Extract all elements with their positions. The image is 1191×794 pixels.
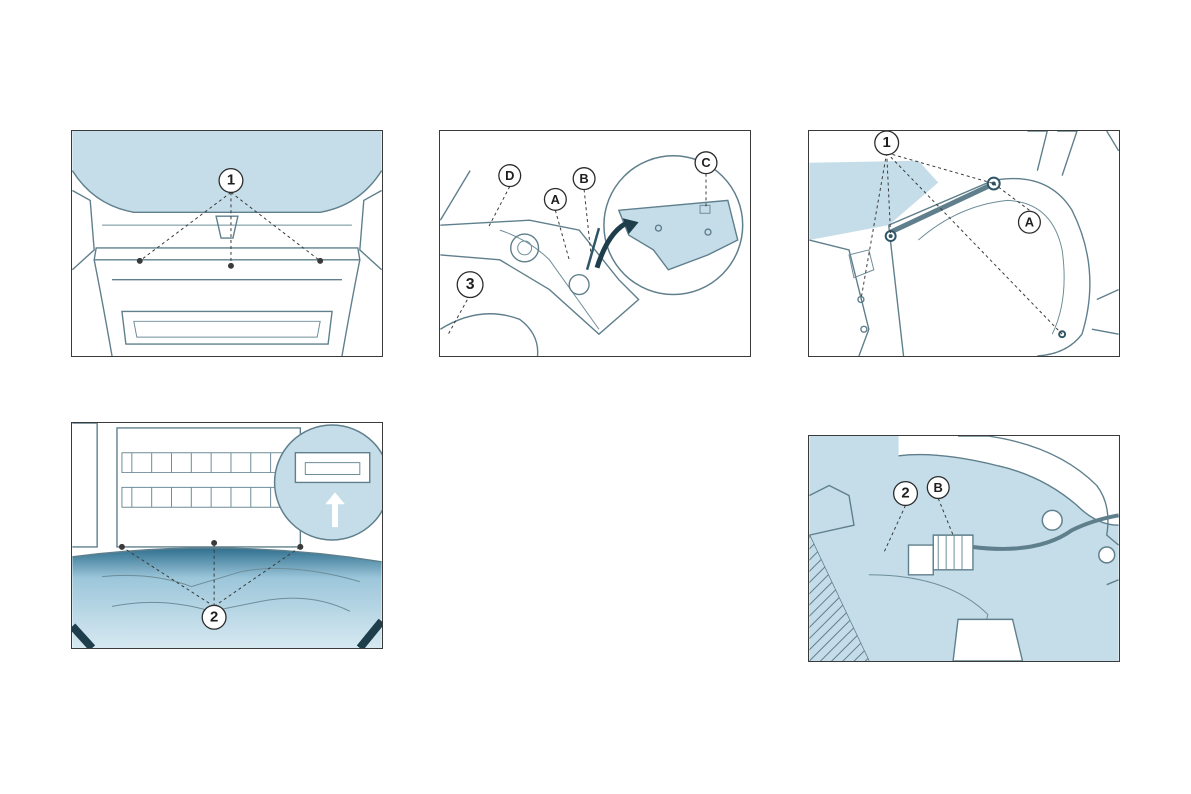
callout-label: 2 — [210, 609, 218, 625]
callout-label: C — [701, 155, 710, 170]
headlamp-clip-illustration: D A B C 3 — [440, 131, 750, 356]
callout-label: D — [505, 168, 514, 183]
headlamp-housing-illustration: 1 A — [809, 131, 1119, 356]
callout-label: 2 — [901, 485, 909, 501]
figure-headlamp-connector: 2 B — [808, 435, 1120, 662]
callout-label: A — [551, 192, 560, 207]
figure-bumper-front: 1 — [71, 130, 383, 357]
callout-label: 1 — [883, 135, 891, 151]
callout-label: 3 — [466, 276, 475, 293]
callout-label: 1 — [227, 173, 235, 189]
bumper-front-illustration: 1 — [72, 131, 382, 356]
callout-label: B — [934, 480, 943, 495]
figure-headlamp-clip: D A B C 3 — [439, 130, 751, 357]
figure-bumper-underside: 2 — [71, 422, 383, 649]
bumper-underside-illustration: 2 — [72, 423, 382, 648]
callout-label: B — [579, 171, 588, 186]
headlamp-connector-illustration: 2 B — [809, 436, 1119, 661]
callout-label: A — [1025, 215, 1034, 230]
figure-headlamp-housing: 1 A — [808, 130, 1120, 357]
